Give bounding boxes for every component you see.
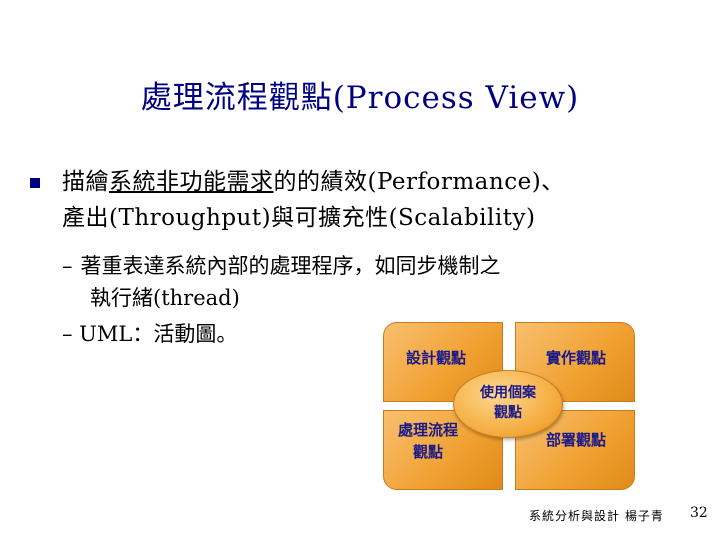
bullet-1-line1-rest: 的的績效(Performance)、 xyxy=(273,169,565,195)
bullet-1-prefix: 描繪 xyxy=(62,169,109,195)
sub-bullet-1-line1: 著重表達系統內部的處理程序，如同步機制之 xyxy=(80,254,501,278)
footer-text: 系統分析與設計 楊子青 xyxy=(529,509,664,523)
view-diagram: 設計觀點 實作觀點 處理流程觀點 部署觀點 使用個案觀點 xyxy=(383,322,635,490)
diagram-use-case-view-label: 使用個案觀點 xyxy=(480,385,536,421)
sub-bullet-1-line2: 執行緒(thread) xyxy=(90,286,240,310)
diagram-use-case-view: 使用個案觀點 xyxy=(453,370,563,438)
page-number: 32 xyxy=(690,505,708,521)
bullet-1-line2: 產出(Throughput)與可擴充性(Scalability) xyxy=(62,205,536,231)
sub-bullet-1-dash: – xyxy=(62,254,73,278)
diagram-process-view-label: 處理流程觀點 xyxy=(398,421,459,461)
bullet-1: 描繪系統非功能需求的的績效(Performance)、 產出(Throughpu… xyxy=(62,164,712,236)
bullet-square-icon xyxy=(30,178,40,188)
slide-title: 處理流程觀點(Process View) xyxy=(140,80,580,116)
diagram-process-view: 處理流程觀點 xyxy=(383,410,503,490)
sub-bullet-2: – UML：活動圖。 xyxy=(62,322,238,346)
diagram-deployment-view-label: 部署觀點 xyxy=(546,431,607,449)
diagram-design-view-label: 設計觀點 xyxy=(406,349,467,367)
bullet-1-underlined: 系統非功能需求 xyxy=(109,169,274,195)
sub-bullet-1: –著重表達系統內部的處理程序，如同步機制之 執行緒(thread) xyxy=(62,250,682,314)
diagram-implementation-view-label: 實作觀點 xyxy=(546,349,607,367)
